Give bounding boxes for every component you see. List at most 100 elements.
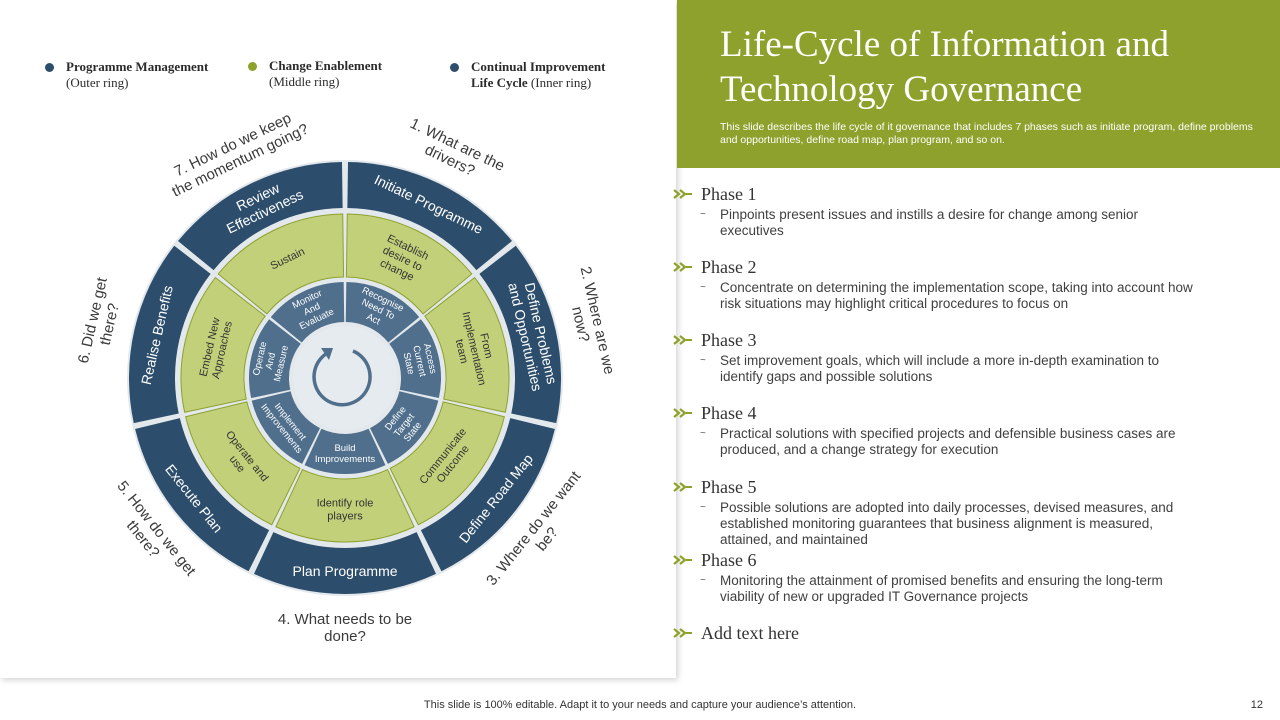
phase-header: Phase 5 <box>672 476 1232 498</box>
legend-dot <box>248 62 257 71</box>
middle-ring-segment <box>180 276 266 413</box>
double-chevron-icon <box>673 482 692 492</box>
phase-title: Phase 4 <box>701 402 757 423</box>
title-banner: Life-Cycle of Information and Technology… <box>677 0 1280 168</box>
phase-description: ~Practical solutions with specified proj… <box>700 426 1200 458</box>
middle-ring-label-line: team <box>453 338 470 365</box>
legend-note: (Inner ring) <box>530 75 592 90</box>
phase-title: Phase 2 <box>701 256 757 277</box>
legend-programme-management: Programme Management(Outer ring) <box>45 59 208 91</box>
outer-ring-segment <box>420 418 555 572</box>
phase-item: Phase 5 ~ Possible solutions are adopted i… <box>672 476 1232 548</box>
inner-ring-segment <box>345 282 420 343</box>
phase-description-text: Concentrate on determining the implement… <box>720 280 1193 311</box>
phase-description: ~ Concentrate on determining the implemen… <box>700 280 1200 312</box>
inner-ring-segment <box>270 282 345 343</box>
legend-continual-improvement: Continual Improvement Life Cycle (Inner … <box>450 59 630 91</box>
middle-ring-segment <box>275 468 415 543</box>
phase-header: Add text here <box>672 622 1232 644</box>
legend-note: (Outer ring) <box>66 75 129 90</box>
double-chevron-icon <box>673 408 692 418</box>
phase-item: Phase 6~Monitoring the attainment of pro… <box>672 549 1232 605</box>
phase-title: Add text here <box>701 622 799 643</box>
phase-description-text: Set improvement goals, which will includ… <box>720 353 1159 384</box>
phase-title: Phase 3 <box>701 329 757 350</box>
inner-ring-label-line: Build <box>334 443 355 454</box>
phase-description-text: Pinpoints present issues and instills a … <box>720 207 1138 238</box>
inner-ring-label-line: Act <box>365 311 382 327</box>
phase-item: Add text here <box>672 622 1232 644</box>
question-label-line: 4. What needs to be <box>278 611 412 628</box>
question-label-line: done? <box>324 628 366 645</box>
cycle-arrow-icon <box>312 348 372 407</box>
outer-ring-segment <box>347 162 512 271</box>
diagram-panel: Programme Management(Outer ring) Change … <box>0 0 676 678</box>
phase-item: Phase 3 ~ Set improvement goals, which wil… <box>672 329 1232 385</box>
footer-note: This slide is 100% editable. Adapt it to… <box>423 699 857 711</box>
phase-description-text: Possible solutions are adopted into dail… <box>720 500 1174 547</box>
inner-ring-segment <box>304 428 386 474</box>
legend-dot <box>450 63 459 72</box>
legend-label: Change Enablement <box>269 58 383 73</box>
middle-ring-segment <box>389 401 505 526</box>
phase-item: Phase 4 ~Practical solutions with specifi… <box>672 402 1232 458</box>
double-chevron-icon <box>673 189 692 199</box>
middle-ring-segment <box>185 401 301 526</box>
middle-ring-label-line: From <box>477 332 494 360</box>
phase-description: ~ Set improvement goals, which will inclu… <box>700 353 1200 385</box>
outer-ring-segment <box>178 162 343 271</box>
phase-header: Phase 3 <box>672 329 1232 351</box>
inner-ring-segment <box>251 391 321 464</box>
phase-description: ~ Possible solutions are adopted into dai… <box>700 500 1200 548</box>
outer-ring-label-line: Plan Programme <box>292 563 397 579</box>
phase-item: Phase 2 ~ Concentrate on determining the i… <box>672 256 1232 312</box>
outer-ring-segment <box>129 245 211 424</box>
phase-header: Phase 2 <box>672 256 1232 278</box>
double-chevron-icon <box>673 628 692 638</box>
outer-ring-segment <box>135 418 270 572</box>
legend-label: Programme Management <box>66 59 209 74</box>
phase-title: Phase 1 <box>701 183 757 204</box>
tilde-bullet-icon: ~ <box>700 209 706 220</box>
inner-ring-segment <box>389 319 441 399</box>
legend-dot <box>45 63 54 72</box>
tilde-bullet-icon: ~ <box>700 282 706 293</box>
phase-item: Phase 1 ~ Pinpoints present issues and ins… <box>672 183 1232 239</box>
outer-ring-segment <box>254 532 436 594</box>
outer-ring-label: Plan Programme <box>292 563 397 579</box>
double-chevron-icon <box>673 335 692 345</box>
phase-description: ~Monitoring the attainment of promised b… <box>700 573 1200 605</box>
wheel-hub <box>293 326 397 430</box>
inner-ring-label-line: Improvements <box>315 454 375 465</box>
inner-ring-label-line: State <box>401 351 417 375</box>
middle-ring-label-line: players <box>327 510 363 522</box>
outer-ring-segment <box>479 245 561 424</box>
phase-description: ~ Pinpoints present issues and instills a… <box>700 207 1200 239</box>
double-chevron-icon <box>673 262 692 272</box>
legend-label: Continual Improvement Life Cycle <box>471 59 606 90</box>
tilde-bullet-icon: ~ <box>700 575 706 586</box>
tilde-bullet-icon: ~ <box>700 502 706 513</box>
phase-header: Phase 4 <box>672 402 1232 424</box>
inner-ring-segment <box>369 391 439 464</box>
middle-ring-segment <box>217 213 345 315</box>
legend-change-enablement: Change Enablement(Middle ring) <box>248 58 382 90</box>
middle-ring-label-line: Identify role <box>317 498 374 510</box>
inner-ring-label-line: And <box>264 352 278 371</box>
tilde-bullet-icon: ~ <box>700 355 706 366</box>
phase-header: Phase 6 <box>672 549 1232 571</box>
phase-header: Phase 1 <box>672 183 1232 205</box>
tilde-bullet-icon: ~ <box>700 428 706 439</box>
page-title: Life-Cycle of Information and Technology… <box>720 24 1169 110</box>
middle-ring-segment <box>345 213 473 315</box>
page-number: 12 <box>1250 699 1263 711</box>
inner-ring-segment <box>249 319 301 399</box>
